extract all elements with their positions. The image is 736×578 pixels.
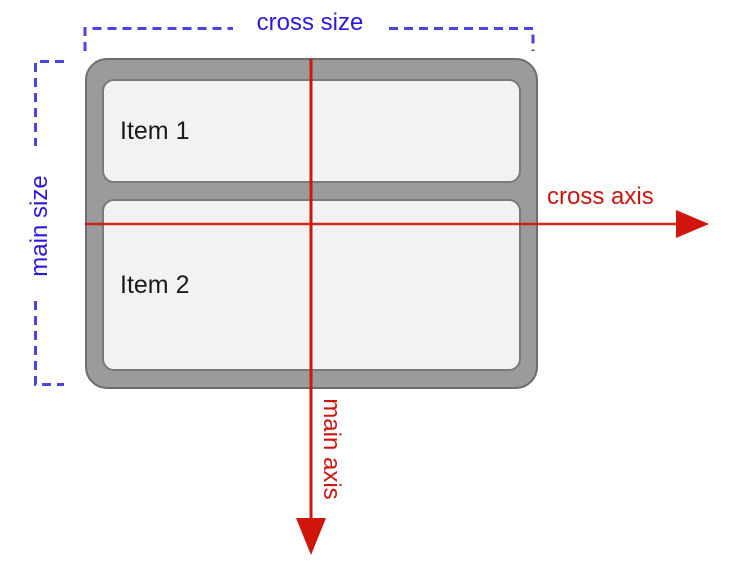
flex-item-1-label: Item 1 — [120, 116, 190, 145]
main-axis-arrowhead-icon — [296, 518, 326, 555]
cross-size-bracket-right — [389, 27, 535, 51]
flex-item-2-label: Item 2 — [120, 270, 190, 299]
flex-container: Item 1 Item 2 — [85, 58, 538, 389]
cross-size-bracket-left — [83, 27, 233, 51]
flex-item-2: Item 2 — [102, 199, 521, 371]
main-size-bracket-top — [34, 60, 64, 146]
cross-axis-arrowhead-icon — [676, 210, 709, 238]
flex-item-1: Item 1 — [102, 79, 521, 183]
cross-size-label: cross size — [256, 9, 364, 36]
main-size-bracket-bottom — [34, 301, 64, 386]
main-size-label: main size — [25, 175, 53, 277]
cross-axis-label: cross axis — [547, 183, 654, 210]
main-axis-label: main axis — [318, 398, 346, 500]
